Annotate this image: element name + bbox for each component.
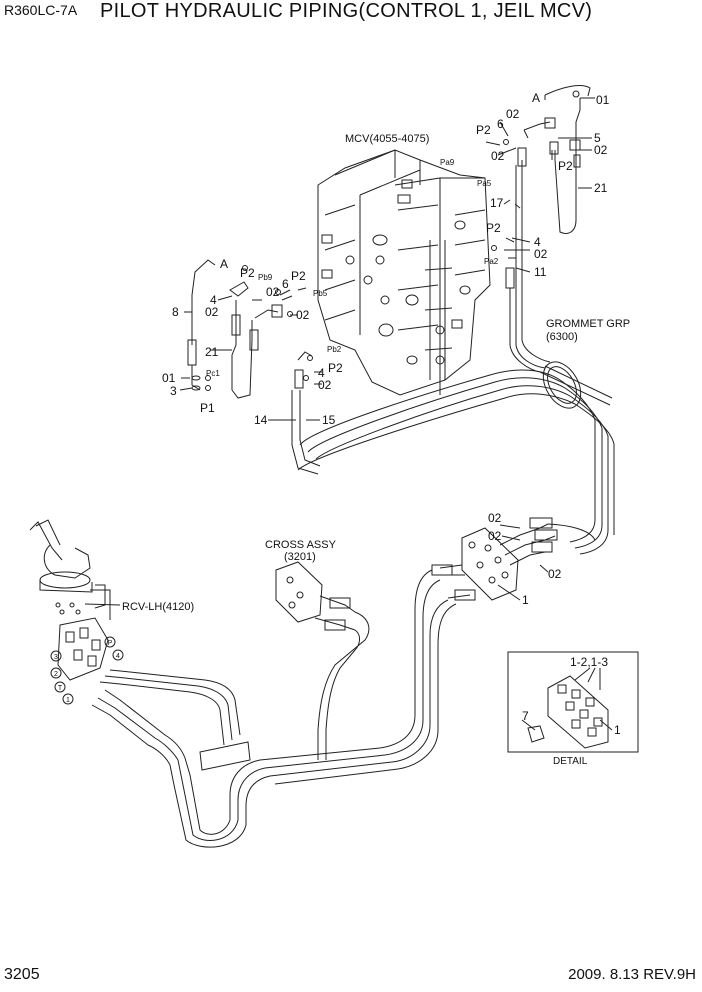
ref-21-right: 21 (594, 181, 608, 195)
port-pb2: Pb2 (327, 345, 342, 354)
ref-6-left: 6 (282, 277, 289, 291)
rcv-port-1: 1 (66, 697, 70, 704)
ref-01-left: 01 (162, 371, 176, 385)
ref-6-top: 6 (497, 117, 504, 131)
ref-4-left: 4 (210, 293, 217, 307)
port-pa2: Pa2 (484, 257, 499, 266)
leader-lines (84, 97, 613, 731)
detail-label: DETAIL (553, 756, 588, 767)
cross-assy (275, 561, 370, 760)
ref-02-left-c: 02 (296, 308, 310, 322)
ref-02-left-a: 02 (266, 285, 280, 299)
ref-p2-top: P2 (476, 123, 491, 137)
ref-5: 5 (594, 131, 601, 145)
ref-4-lower: 4 (318, 366, 325, 380)
rcv-lh-joystick (29, 519, 109, 681)
ref-21-left: 21 (205, 345, 219, 359)
rcv-hose-bundle (91, 569, 457, 848)
ref-1-detail: 1 (614, 723, 621, 737)
ref-p2-lower: P2 (328, 361, 343, 375)
ref-3: 3 (170, 384, 177, 398)
ref-p2-left: P2 (240, 266, 255, 280)
ref-11: 11 (534, 265, 547, 279)
rcv-port-3: 3 (54, 654, 58, 661)
cross-assy-number: (3201) (284, 551, 316, 563)
detail-box (507, 651, 639, 753)
ref-p1: P1 (200, 401, 215, 415)
left-hoses (187, 259, 321, 475)
rcv-port-markers: 1 2 3 4 P T (50, 636, 124, 705)
ref-4-right: 4 (534, 235, 541, 249)
port-pa5: Pa5 (477, 179, 492, 188)
ref-02-left-b: 02 (205, 305, 219, 319)
ref-01-top: 01 (596, 93, 610, 107)
grommet-number: (6300) (546, 331, 578, 343)
ref-p2-mid: P2 (291, 269, 306, 283)
ref-14: 14 (254, 413, 268, 427)
revision-date: 2009. 8.13 REV.9H (568, 966, 696, 983)
ref-a-left: A (220, 257, 228, 271)
ref-7: 7 (522, 709, 529, 723)
ref-p2-right: P2 (558, 159, 573, 173)
rcv-port-p: P (108, 640, 113, 647)
ref-p2-mcv: P2 (486, 221, 501, 235)
ref-02-bracket-b: 02 (488, 529, 502, 543)
ref-02-right: 02 (594, 143, 608, 157)
fitting-bracket (431, 517, 596, 601)
cross-assy-label: CROSS ASSY (265, 539, 337, 551)
port-pb9: Pb9 (258, 273, 273, 282)
port-pa9: Pa9 (440, 158, 455, 167)
ref-02-top: 02 (506, 107, 520, 121)
rcv-port-t: T (58, 685, 63, 692)
main-hose-bundle (297, 361, 615, 555)
ref-02-bracket-a: 02 (488, 511, 502, 525)
page-title: PILOT HYDRAULIC PIPING(CONTROL 1, JEIL M… (100, 0, 593, 22)
o-rings (205, 90, 580, 391)
detail-items-label: 1-2,1-3 (570, 655, 608, 669)
port-pb5: Pb5 (313, 289, 328, 298)
rcv-port-2: 2 (54, 671, 58, 678)
rcv-port-4: 4 (116, 653, 120, 660)
ref-a-top: A (532, 91, 540, 105)
upper-right-hoses (504, 85, 591, 373)
mcv-valve-block (317, 149, 491, 396)
ref-17: 17 (490, 196, 504, 210)
port-pc1: Pc1 (206, 369, 220, 378)
ref-15: 15 (322, 413, 336, 427)
ref-02-bracket-c: 02 (548, 567, 562, 581)
page-number: 3205 (4, 966, 40, 983)
ref-8: 8 (172, 305, 179, 319)
ref-02-lower: 02 (318, 378, 332, 392)
rcv-label: RCV-LH(4120) (122, 601, 194, 613)
ref-02-mcv: 02 (534, 247, 548, 261)
mcv-label: MCV(4055-4075) (345, 133, 429, 145)
grommet-label: GROMMET GRP (546, 318, 630, 330)
model-code: R360LC-7A (4, 2, 78, 18)
ref-02-mid: 02 (491, 149, 505, 163)
ref-1-bracket: 1 (522, 593, 529, 607)
